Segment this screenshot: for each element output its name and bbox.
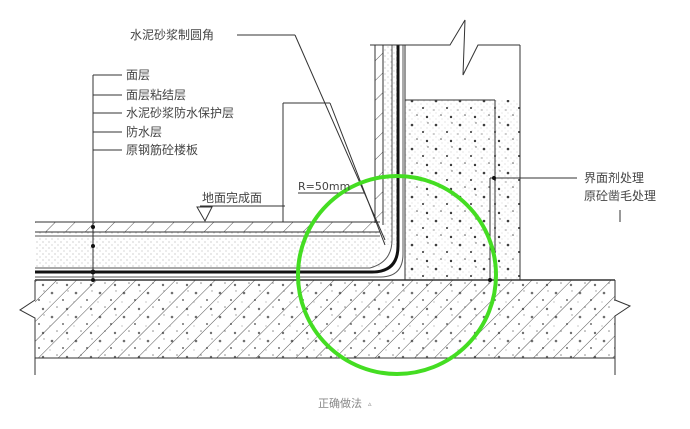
- caption: 正确做法: [318, 396, 362, 410]
- label-layer-protection: 水泥砂浆防水保护层: [126, 105, 234, 120]
- label-finish-level: 地面完成面: [202, 190, 262, 205]
- concrete-wall: [404, 19, 521, 280]
- label-radius: R=50mm: [298, 180, 350, 193]
- label-fillet: 水泥砂浆制圆角: [130, 27, 214, 42]
- floor-layers: [35, 45, 404, 278]
- label-roughening: 原砼凿毛处理: [584, 189, 656, 203]
- leader-lines: [92, 34, 621, 280]
- layer-dots: [90, 176, 496, 282]
- label-layer-adhesive: 面层粘结层: [126, 87, 186, 102]
- wall-layers: [369, 44, 410, 269]
- caption-mark: ▵: [368, 400, 372, 408]
- highlight-circle: [296, 174, 498, 376]
- label-layer-surface: 面层: [126, 68, 150, 82]
- concrete-slab: [19, 279, 632, 375]
- label-layer-waterproof: 防水层: [126, 124, 162, 139]
- label-layer-slab: 原钢筋砼楼板: [126, 142, 198, 157]
- label-interface-agent: 界面剂处理: [584, 170, 644, 185]
